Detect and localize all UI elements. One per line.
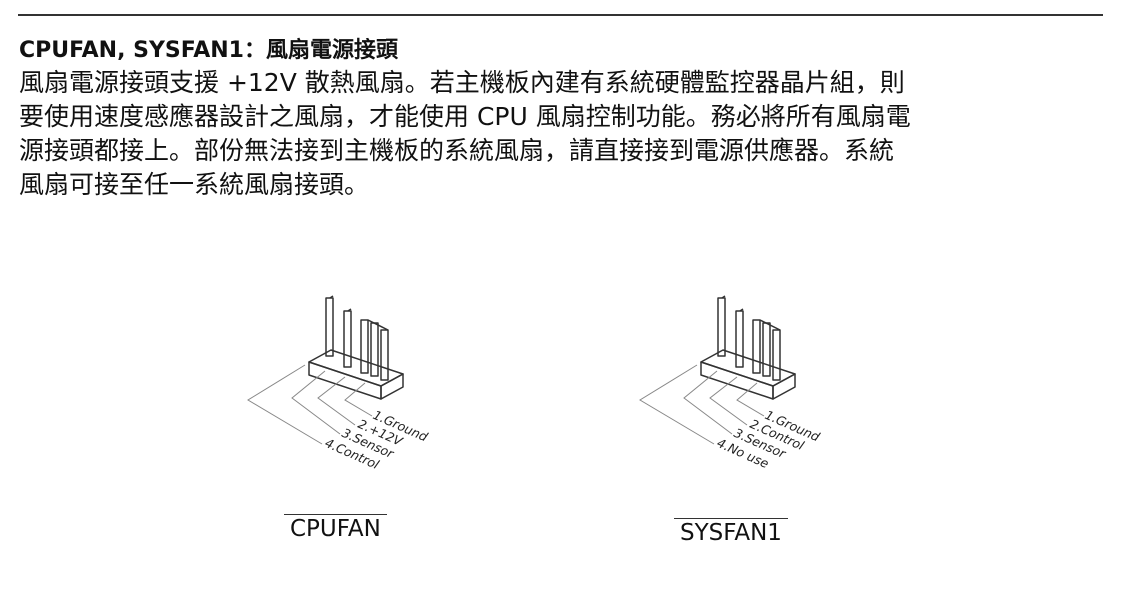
sysfan1-pin-leader-lines: [639, 364, 765, 445]
cpufan-caption: CPUFAN: [284, 514, 387, 545]
paragraph-line: 風扇可接至任一系統風扇接頭。: [19, 170, 370, 199]
body-paragraph: 風扇電源接頭支援 +12V 散熱風扇。若主機板內建有系統硬體監控器晶片組，則 要…: [19, 66, 1109, 202]
paragraph-line: 源接頭都接上。部份無法接到主機板的系統風扇，請直接接到電源供應器。系統: [19, 136, 895, 165]
paragraph-line: 風扇電源接頭支援 +12V 散熱風扇。若主機板內建有系統硬體監控器晶片組，則: [19, 68, 905, 97]
cpufan-connector-drawing: [308, 295, 404, 400]
sysfan1-pin-labels: 1.Ground 2.Control 3.Sensor 4.No use: [715, 407, 822, 471]
cpufan-pin-labels: 1.Ground 2.+12V 3.Sensor 4.Control: [323, 407, 430, 472]
sysfan1-caption: SYSFAN1: [674, 518, 788, 549]
paragraph-line: 要使用速度感應器設計之風扇，才能使用 CPU 風扇控制功能。務必將所有風扇電: [19, 102, 911, 131]
top-divider: [18, 14, 1103, 16]
cpufan-pin-leader-lines: [247, 364, 373, 445]
section-heading: CPUFAN, SYSFAN1：風扇電源接頭: [19, 38, 398, 63]
sysfan1-connector-drawing: [700, 295, 796, 400]
